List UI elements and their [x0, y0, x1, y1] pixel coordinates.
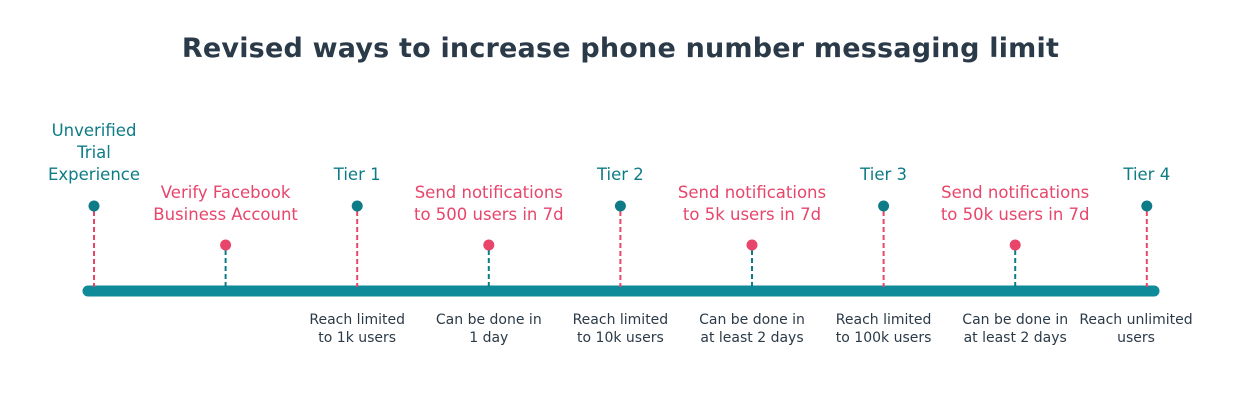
action-dot [1009, 239, 1021, 251]
milestone-note: Can be done in at least 2 days [699, 312, 805, 346]
tier-dot [614, 200, 626, 212]
tier-label: Tier 3 [860, 165, 908, 184]
action-dot [746, 239, 758, 251]
action-label: Send notifications to 50k users in 7d [940, 183, 1090, 224]
milestone-note: Can be done in at least 2 days [962, 312, 1069, 346]
action-label: Verify Facebook Business Account [153, 183, 298, 224]
action-label: Send notifications to 500 users in 7d [413, 183, 564, 224]
action-dot [220, 239, 232, 251]
milestone-note: Reach unlimited users [1079, 312, 1193, 346]
tier-dot [878, 200, 890, 212]
tier-dot [1141, 200, 1153, 212]
tier-label: Tier 2 [596, 165, 644, 184]
milestone-note: Reach limited to 1k users [309, 312, 405, 346]
tier-label: Unverified Trial Experience [47, 121, 140, 184]
milestone-note: Reach limited to 100k users [835, 312, 932, 346]
milestone-note: Can be done in 1 day [435, 312, 542, 346]
diagram-title: Revised ways to increase phone number me… [181, 33, 1060, 64]
milestone-note: Reach limited to 10k users [572, 312, 669, 346]
tier-label: Tier 4 [1123, 165, 1171, 184]
tier-dot [351, 200, 363, 212]
tier-label: Tier 1 [333, 165, 381, 184]
action-label: Send notifications to 5k users in 7d [677, 183, 827, 224]
tier-dot [88, 200, 100, 212]
action-dot [483, 239, 495, 251]
